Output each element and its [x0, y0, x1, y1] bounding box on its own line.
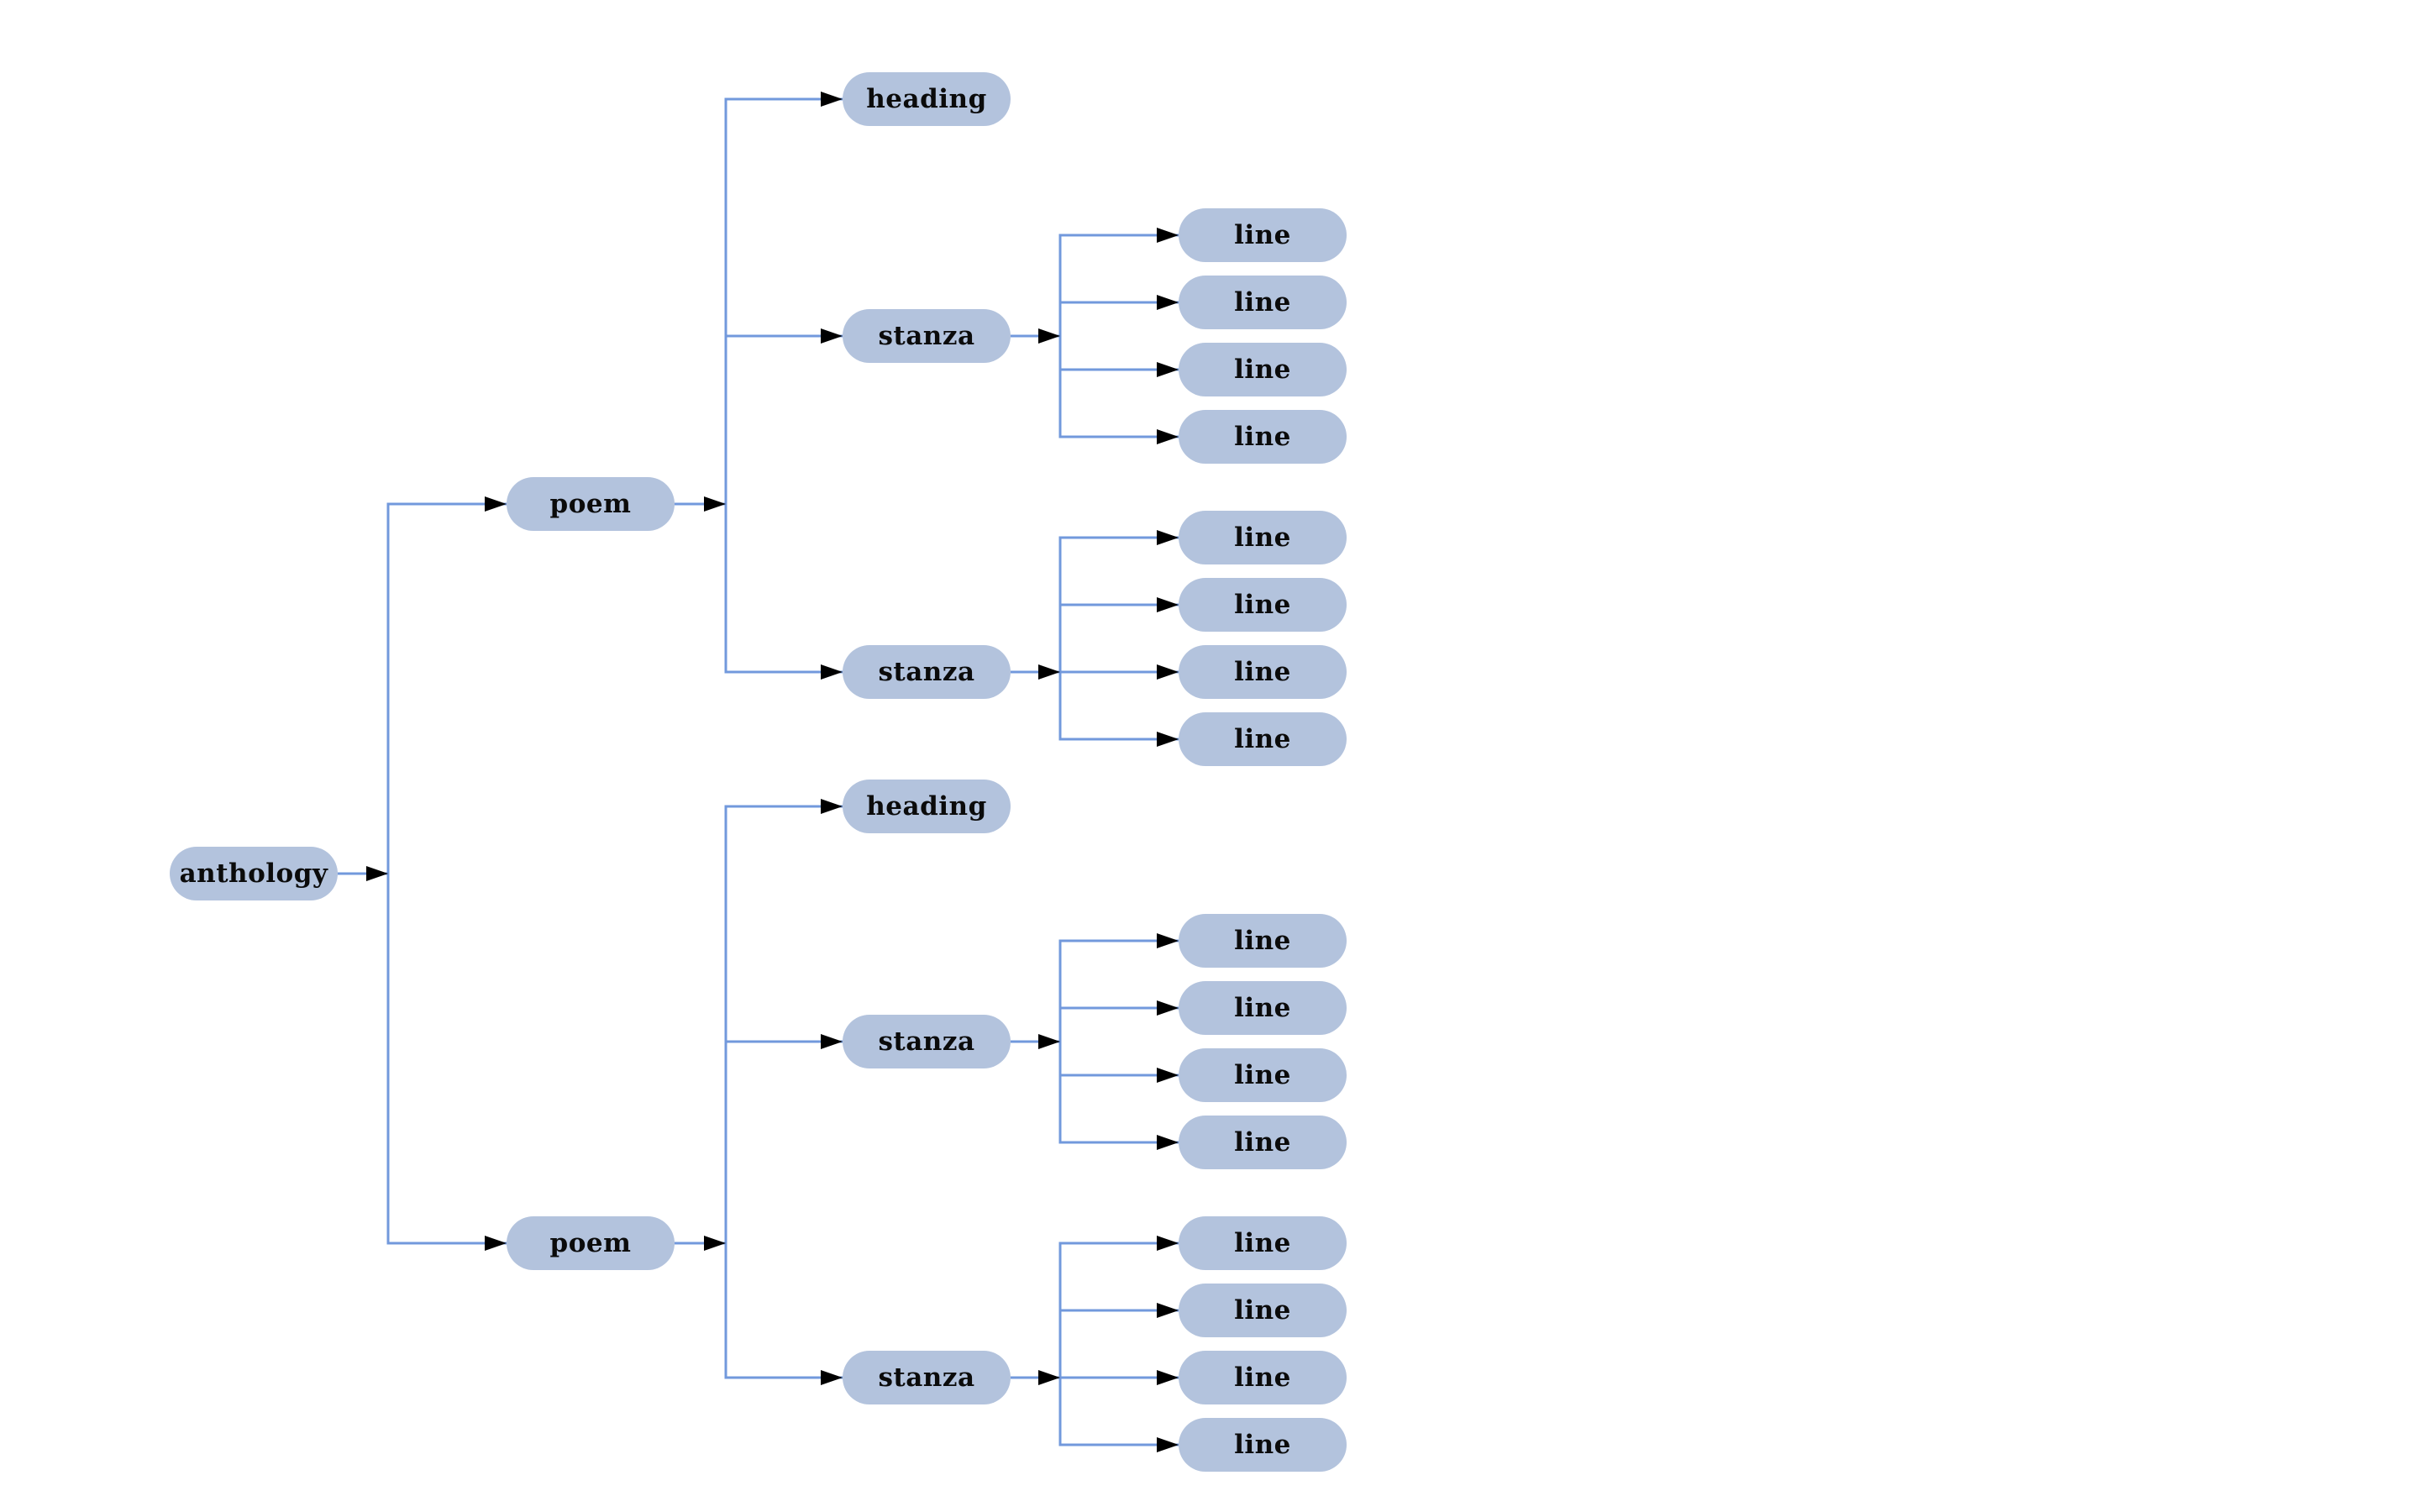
node-line-3-2: line [1179, 981, 1347, 1035]
node-line-1-2: line [1179, 276, 1347, 329]
node-stanza-3: stanza [843, 1015, 1011, 1068]
node-line-2-4: line [1179, 712, 1347, 766]
node-stanza-4: stanza [843, 1351, 1011, 1404]
node-poem-2: poem [507, 1216, 675, 1270]
node-line-3-1: line [1179, 914, 1347, 968]
node-line-2-1: line [1179, 511, 1347, 564]
node-line-1-4: line [1179, 410, 1347, 464]
node-line-4-1: line [1179, 1216, 1347, 1270]
node-line-3-4: line [1179, 1116, 1347, 1169]
node-line-4-4: line [1179, 1418, 1347, 1472]
node-line-3-3: line [1179, 1048, 1347, 1102]
node-stanza-2: stanza [843, 645, 1011, 699]
node-line-1-3: line [1179, 343, 1347, 396]
node-heading-1: heading [843, 72, 1011, 126]
node-anthology: anthology [170, 847, 338, 900]
node-line-2-2: line [1179, 578, 1347, 632]
node-poem-1: poem [507, 477, 675, 531]
node-line-2-3: line [1179, 645, 1347, 699]
node-line-1-1: line [1179, 208, 1347, 262]
node-heading-2: heading [843, 780, 1011, 833]
node-stanza-1: stanza [843, 309, 1011, 363]
node-line-4-2: line [1179, 1284, 1347, 1337]
node-line-4-3: line [1179, 1351, 1347, 1404]
